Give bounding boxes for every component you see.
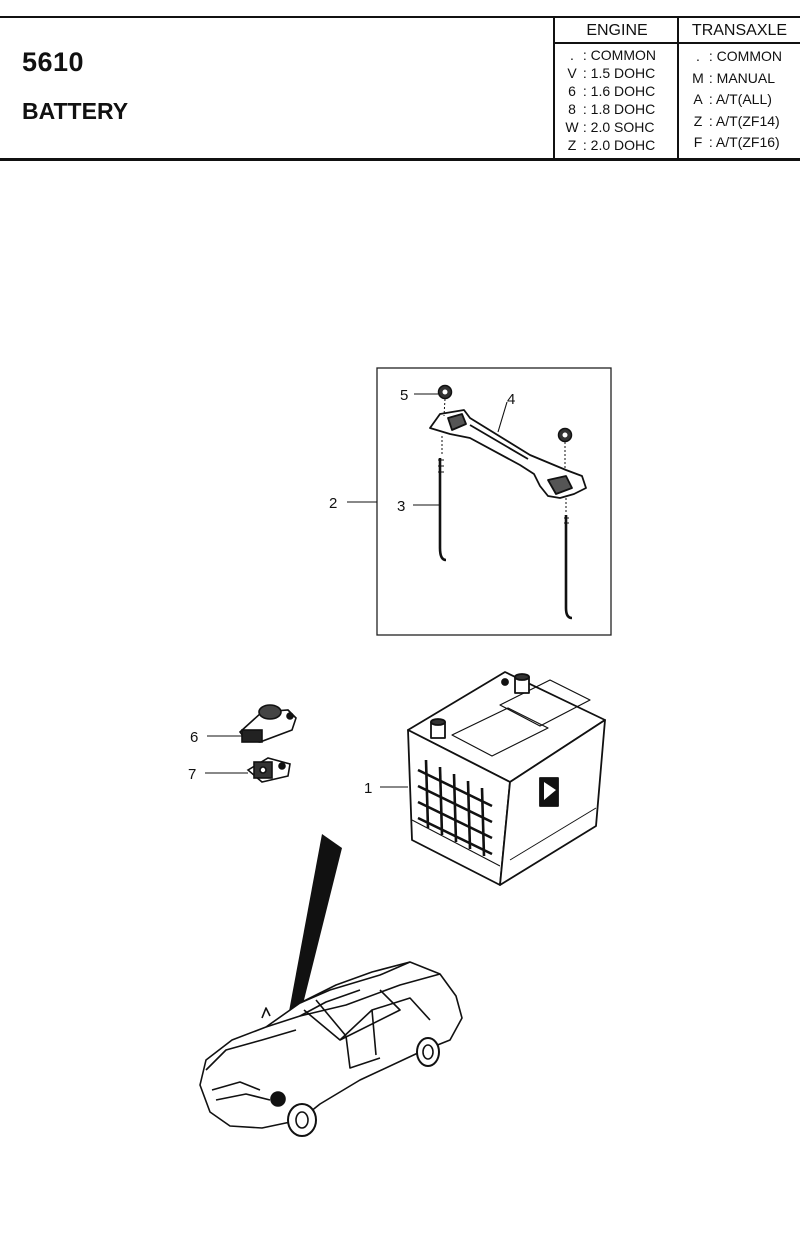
section-code: 5610 bbox=[22, 47, 85, 77]
callout-2: 2 bbox=[329, 495, 337, 512]
engine-row: . : COMMON bbox=[570, 47, 656, 63]
transaxle-row: . : COMMON bbox=[696, 48, 782, 64]
exploded-parts-diagram: 1 2 3 4 5 6 7 bbox=[188, 367, 612, 1137]
hook-rod-left bbox=[438, 436, 447, 562]
nut-icon bbox=[557, 427, 573, 470]
transaxle-row: Z : A/T(ZF14) bbox=[693, 112, 780, 129]
engine-column: ENGINE . : COMMON V : 1.5 DOHC 6 : 1.6 D… bbox=[553, 18, 679, 158]
callout-3: 3 bbox=[397, 498, 405, 515]
legend-table: ENGINE . : COMMON V : 1.5 DOHC 6 : 1.6 D… bbox=[553, 18, 800, 158]
callout-5: 5 bbox=[400, 387, 408, 404]
transaxle-column: TRANSAXLE . : COMMON M : MANUAL A : A/T(… bbox=[677, 18, 800, 158]
terminal-negative bbox=[246, 757, 291, 783]
header-bottom-rule bbox=[0, 158, 800, 161]
battery bbox=[407, 671, 606, 886]
callout-4: 4 bbox=[507, 391, 515, 408]
engine-row: Z : 2.0 DOHC bbox=[567, 137, 656, 153]
transaxle-heading: TRANSAXLE bbox=[679, 18, 800, 44]
vehicle-outline bbox=[199, 961, 463, 1137]
clamp-kit-frame bbox=[376, 367, 612, 636]
engine-row: 6 : 1.6 DOHC bbox=[568, 83, 656, 99]
engine-row: 8 : 1.8 DOHC bbox=[568, 101, 656, 117]
leader-lines bbox=[205, 393, 508, 788]
transaxle-row: M : MANUAL bbox=[692, 69, 776, 86]
transaxle-row: F : A/T(ZF16) bbox=[693, 134, 780, 150]
hold-down-bar bbox=[429, 409, 587, 499]
header-top-rule bbox=[0, 16, 800, 18]
engine-heading: ENGINE bbox=[555, 18, 679, 44]
section-title: BATTERY bbox=[22, 98, 129, 124]
callout-7: 7 bbox=[188, 766, 196, 783]
page-header: 5610 BATTERY ENGINE . : COMMON V : 1.5 D… bbox=[0, 0, 800, 161]
engine-row: W : 2.0 SOHC bbox=[565, 119, 655, 135]
engine-row: V : 1.5 DOHC bbox=[567, 65, 656, 81]
terminal-positive bbox=[238, 704, 297, 743]
nut-icon bbox=[437, 384, 453, 417]
callout-1: 1 bbox=[364, 780, 372, 797]
transaxle-row: A : A/T(ALL) bbox=[693, 91, 772, 107]
callout-6: 6 bbox=[190, 729, 198, 746]
hook-rod-right bbox=[564, 498, 573, 620]
